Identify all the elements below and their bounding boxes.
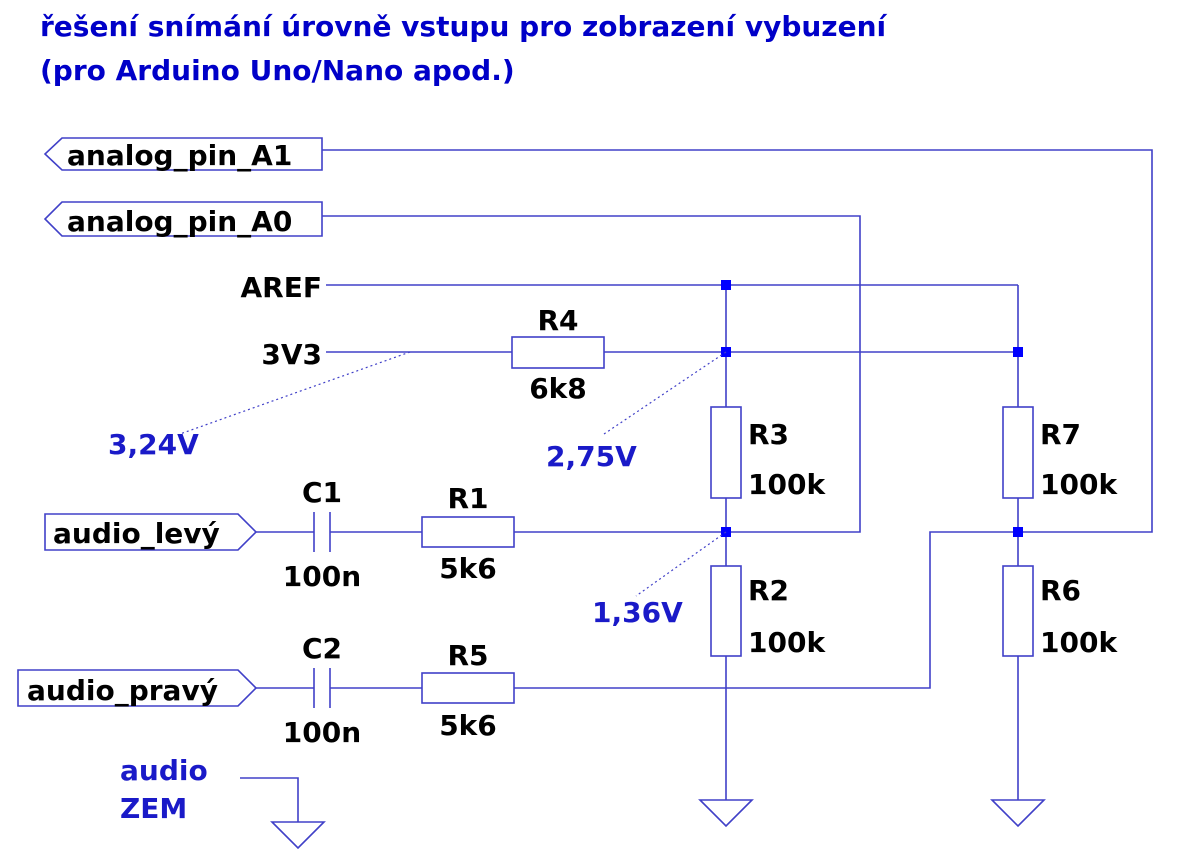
capacitor-c2-name: C2 [302, 632, 342, 665]
resistor-r2-value: 100k [748, 626, 826, 659]
probe-line-3v3 [179, 351, 411, 435]
junction-3v3-right [1013, 347, 1023, 357]
voltage-label-mid: 1,36V [592, 596, 683, 629]
port-audio-levy[interactable]: audio_levý [44, 513, 258, 551]
voltage-label-node: 2,75V [546, 440, 637, 473]
net-label-aref: AREF [241, 271, 322, 304]
resistor-r3-value: 100k [748, 468, 826, 501]
ground-icon-left [698, 799, 754, 828]
net-label-audio: audio [120, 754, 208, 787]
port-audio-levy-label: audio_levý [53, 517, 220, 550]
resistor-r5[interactable]: R5 5k6 [421, 639, 515, 742]
capacitor-c1-name: C1 [302, 476, 342, 509]
probe-line-mid [635, 531, 727, 597]
net-label-zem: ZEM [120, 792, 187, 825]
ground-icon-audio [270, 821, 326, 850]
resistor-r7-value: 100k [1040, 468, 1118, 501]
title-line-1: řešení snímání úrovně vstupu pro zobraze… [40, 10, 887, 43]
ground-icon-right [990, 799, 1046, 828]
resistor-r5-name: R5 [447, 639, 488, 672]
resistor-r4[interactable]: R4 6k8 [511, 304, 605, 405]
title-line-2: (pro Arduino Uno/Nano apod.) [40, 54, 515, 87]
resistor-r6-value: 100k [1040, 626, 1118, 659]
resistor-r7[interactable]: R7 100k [1002, 406, 1118, 501]
junction-mid-right [1013, 527, 1023, 537]
resistor-r5-value: 5k6 [439, 709, 497, 742]
junction-aref [721, 280, 731, 290]
port-analog-pin-a1[interactable]: analog_pin_A1 [43, 137, 323, 172]
resistor-r7-name: R7 [1040, 418, 1081, 451]
port-analog-pin-a0[interactable]: analog_pin_A0 [43, 201, 323, 238]
port-audio-pravy-label: audio_pravý [27, 674, 218, 707]
resistor-r4-value: 6k8 [529, 372, 587, 405]
voltage-label-3v3: 3,24V [108, 428, 199, 461]
resistor-r6[interactable]: R6 100k [1002, 565, 1118, 659]
resistor-r3[interactable]: R3 100k [710, 406, 826, 501]
capacitor-c2-value: 100n [283, 716, 361, 749]
resistor-r1-value: 5k6 [439, 552, 497, 585]
resistor-r2-name: R2 [748, 574, 789, 607]
resistor-r3-name: R3 [748, 418, 789, 451]
resistor-r1[interactable]: R1 5k6 [421, 482, 515, 585]
port-audio-pravy[interactable]: audio_pravý [17, 669, 258, 707]
capacitor-c1[interactable]: C1 100n [283, 476, 361, 593]
probe-line-node [603, 351, 727, 435]
capacitor-c2[interactable]: C2 100n [283, 632, 361, 749]
resistor-r1-name: R1 [447, 482, 488, 515]
resistor-r6-name: R6 [1040, 574, 1081, 607]
capacitor-c1-value: 100n [283, 560, 361, 593]
net-label-3v3: 3V3 [261, 338, 322, 371]
port-analog-pin-a1-label: analog_pin_A1 [67, 139, 292, 172]
port-analog-pin-a0-label: analog_pin_A0 [67, 205, 292, 238]
resistor-r2[interactable]: R2 100k [710, 565, 826, 659]
resistor-r4-name: R4 [537, 304, 578, 337]
